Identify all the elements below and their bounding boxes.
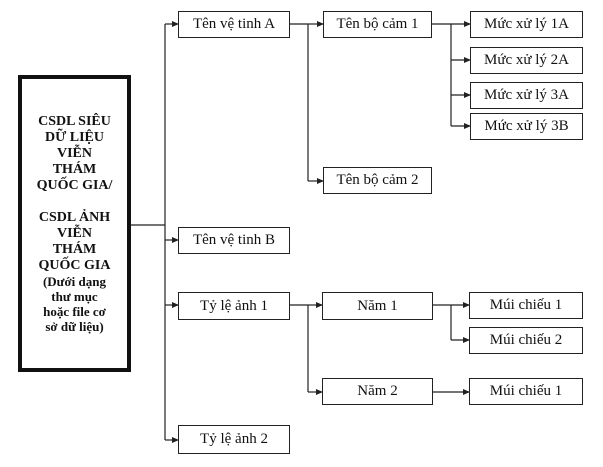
node-image-scale-2: Tỷ lệ ảnh 2: [178, 425, 290, 454]
root-note-line: thư mục: [51, 288, 98, 304]
root-title-line: THÁM: [52, 161, 97, 177]
root-title-line: CSDL SIÊU: [38, 113, 111, 129]
root-title-line: THÁM: [52, 241, 97, 257]
node-sensor-2: Tên bộ cảm 2: [323, 167, 432, 194]
node-image-scale-1: Tỷ lệ ảnh 1: [178, 292, 290, 320]
node-processing-level-3a: Mức xử lý 3A: [470, 82, 583, 109]
root-database-box: CSDL SIÊU DỮ LIỆU VIỄN THÁM QUỐC GIA/ CS…: [18, 75, 131, 372]
root-title-line: VIỄN: [56, 225, 92, 241]
root-title-line: QUỐC GIA: [38, 257, 111, 273]
node-year-2: Năm 2: [322, 378, 433, 405]
node-sensor-1: Tên bộ cảm 1: [323, 11, 432, 38]
node-satellite-a: Tên vệ tinh A: [178, 11, 290, 38]
node-processing-level-1a: Mức xử lý 1A: [470, 11, 583, 38]
node-projection-zone-1-year-1: Múi chiếu 1: [469, 292, 583, 319]
node-processing-level-2a: Mức xử lý 2A: [470, 47, 583, 74]
root-title-line: CSDL ẢNH: [38, 209, 111, 225]
node-processing-level-3b: Mức xử lý 3B: [470, 113, 583, 140]
node-satellite-b: Tên vệ tinh B: [178, 227, 290, 254]
node-year-1: Năm 1: [322, 292, 433, 320]
root-note-line: sở dữ liệu): [45, 318, 104, 334]
root-title-line: DỮ LIỆU: [45, 129, 104, 145]
node-projection-zone-2-year-1: Múi chiếu 2: [469, 327, 583, 354]
node-projection-zone-1-year-2: Múi chiếu 1: [469, 378, 583, 405]
root-title-line: VIỄN: [56, 145, 92, 161]
root-note-line: (Dưới dạng: [42, 273, 107, 289]
root-note-line: hoặc file cơ: [43, 303, 106, 319]
root-title-line: QUỐC GIA/: [36, 177, 113, 193]
